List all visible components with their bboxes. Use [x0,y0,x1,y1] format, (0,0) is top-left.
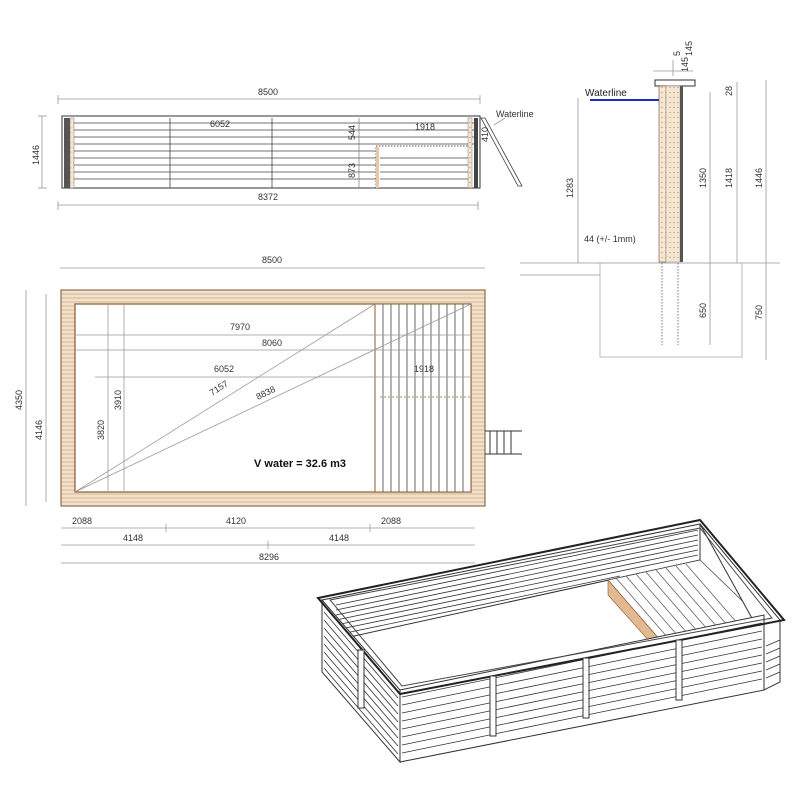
dim-plan-width: 4350 [14,390,24,410]
dim-3820: 3820 [96,420,106,440]
waterline-label-section: Waterline [585,88,627,99]
dim-coping: 28 [724,86,734,96]
dim-beach-length-plan: 1918 [414,364,434,374]
waterline-label-side: Waterline [496,109,534,119]
dim-height: 1446 [31,145,41,165]
dim-inner-length-2: 8060 [262,338,282,348]
dim-ladder-offset: 410 [480,127,490,142]
dim-overall-length: 8500 [258,87,278,97]
dim-base-length: 8372 [258,192,278,202]
dim-gap: 5 [672,51,682,56]
dim-3910: 3910 [113,390,123,410]
dim-foundation-depth: 750 [754,305,764,320]
dim-post-embed: 650 [698,303,708,318]
plan-view: 8500 4350 4146 7970 8060 6052 [14,255,522,564]
offset-note: 44 (+/- 1mm) [584,234,636,244]
dim-height-1418: 1418 [724,168,734,188]
dim-half-left: 4148 [123,533,143,543]
dim-wall-height: 1350 [698,168,708,188]
dim-seg-left: 2088 [72,516,92,526]
wall-section: 145 5 145 Waterline 1283 1350 28 1418 14… [520,41,780,360]
dim-half-right: 4148 [329,533,349,543]
isometric-view [316,518,786,764]
dim-seg-right: 2088 [381,516,401,526]
water-volume: V water = 32.6 m3 [254,458,346,470]
dim-pool-length-plan: 6052 [214,364,234,374]
dim-water-height: 1283 [565,178,575,198]
dim-seg-mid: 4120 [226,516,246,526]
dim-inner-width: 4146 [34,420,44,440]
dim-plan-length: 8500 [262,255,282,265]
dim-beach-length: 1918 [415,122,435,132]
dim-inner-length-1: 7970 [230,322,250,332]
dim-total-height: 1446 [754,168,764,188]
dim-step-top: 544 [347,125,357,140]
dim-board-left: 145 [680,57,690,72]
dim-board-right: 145 [684,41,694,56]
dim-pool-length: 6052 [210,119,230,129]
dim-step-bottom: 873 [347,163,357,178]
side-elevation: 8500 1446 [31,87,534,210]
dim-total: 8296 [259,552,279,562]
